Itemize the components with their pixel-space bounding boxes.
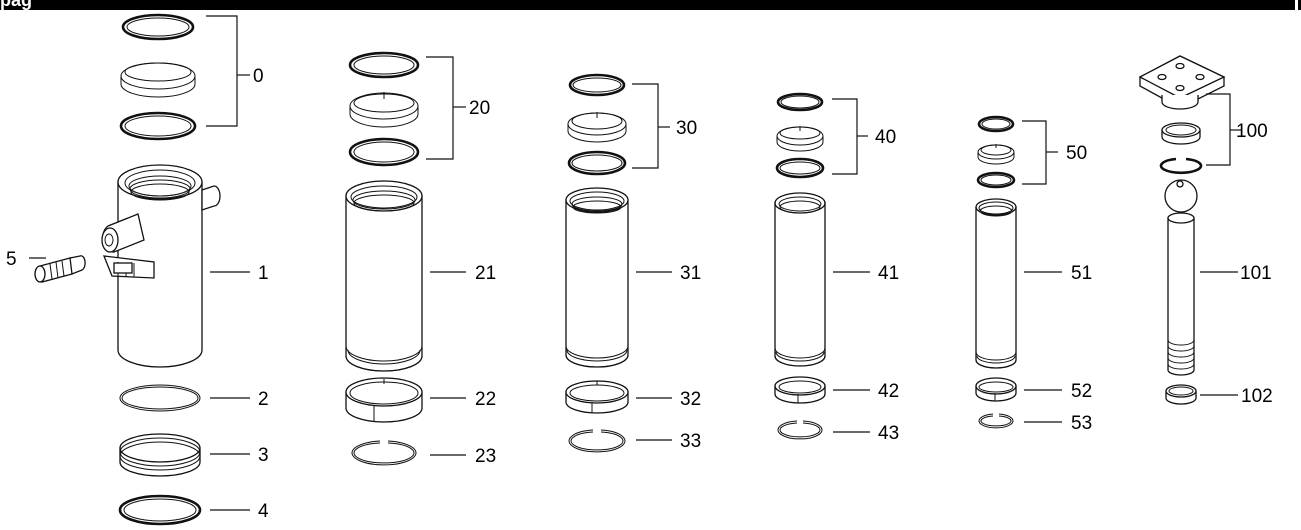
label-1: 1 bbox=[258, 263, 269, 284]
label-53: 53 bbox=[1071, 413, 1092, 434]
label-22: 22 bbox=[475, 389, 496, 410]
label-51: 51 bbox=[1071, 263, 1092, 284]
label-0: 0 bbox=[253, 66, 264, 87]
part-2-ring bbox=[119, 384, 201, 412]
label-52: 52 bbox=[1071, 381, 1092, 402]
label-32: 32 bbox=[680, 389, 701, 410]
part-43-snap-ring bbox=[777, 420, 823, 440]
label-4: 4 bbox=[258, 501, 269, 522]
label-3: 3 bbox=[258, 445, 269, 466]
part-21-tube bbox=[345, 180, 423, 372]
bracket-50 bbox=[1022, 120, 1058, 185]
part-23-snap-ring bbox=[351, 440, 417, 466]
part-20-seal-kit bbox=[348, 51, 420, 167]
label-23: 23 bbox=[475, 446, 496, 467]
part-53-snap-ring bbox=[978, 413, 1014, 429]
part-51-tube bbox=[975, 198, 1017, 369]
part-41-tube bbox=[774, 192, 826, 367]
bracket-20 bbox=[426, 56, 466, 160]
part-42-guide-ring bbox=[774, 376, 826, 404]
label-41: 41 bbox=[878, 263, 899, 284]
label-20: 20 bbox=[469, 98, 490, 119]
part-30-seal-kit bbox=[567, 73, 627, 176]
part-31-tube bbox=[565, 187, 629, 368]
part-50-seal-kit bbox=[976, 115, 1016, 189]
bracket-40 bbox=[832, 98, 868, 175]
part-22-guide-ring bbox=[345, 377, 423, 423]
label-42: 42 bbox=[878, 381, 899, 402]
label-5: 5 bbox=[6, 249, 17, 270]
bracket-100 bbox=[1206, 93, 1242, 166]
part-5-fitting bbox=[34, 255, 86, 283]
header-text: pag bbox=[0, 0, 33, 10]
part-52-guide-ring bbox=[975, 377, 1017, 402]
part-32-guide-ring bbox=[565, 380, 629, 414]
label-21: 21 bbox=[475, 263, 496, 284]
part-0-seal-kit bbox=[119, 13, 197, 141]
header-bar-fill bbox=[0, 0, 1301, 10]
part-40-seal-kit bbox=[775, 92, 825, 179]
bracket-0 bbox=[206, 15, 250, 127]
header-tick bbox=[1295, 0, 1298, 10]
part-102-bushing bbox=[1165, 384, 1197, 405]
label-50: 50 bbox=[1066, 143, 1087, 164]
label-31: 31 bbox=[680, 263, 701, 284]
part-101-plunger bbox=[1164, 179, 1198, 376]
part-3-piston-cap bbox=[119, 433, 201, 477]
header-bar: pag bbox=[0, 0, 1301, 10]
label-40: 40 bbox=[875, 127, 896, 148]
part-100-top-plate-kit bbox=[1138, 55, 1226, 175]
part-4-snap-ring bbox=[118, 494, 202, 526]
label-30: 30 bbox=[676, 118, 697, 139]
label-102: 102 bbox=[1241, 386, 1273, 407]
label-2: 2 bbox=[258, 389, 269, 410]
label-100: 100 bbox=[1236, 121, 1268, 142]
label-43: 43 bbox=[878, 423, 899, 444]
bracket-30 bbox=[632, 83, 670, 169]
label-101: 101 bbox=[1240, 263, 1272, 284]
label-33: 33 bbox=[680, 431, 701, 452]
part-33-snap-ring bbox=[568, 429, 626, 453]
part-1-outer-cylinder bbox=[101, 164, 221, 368]
